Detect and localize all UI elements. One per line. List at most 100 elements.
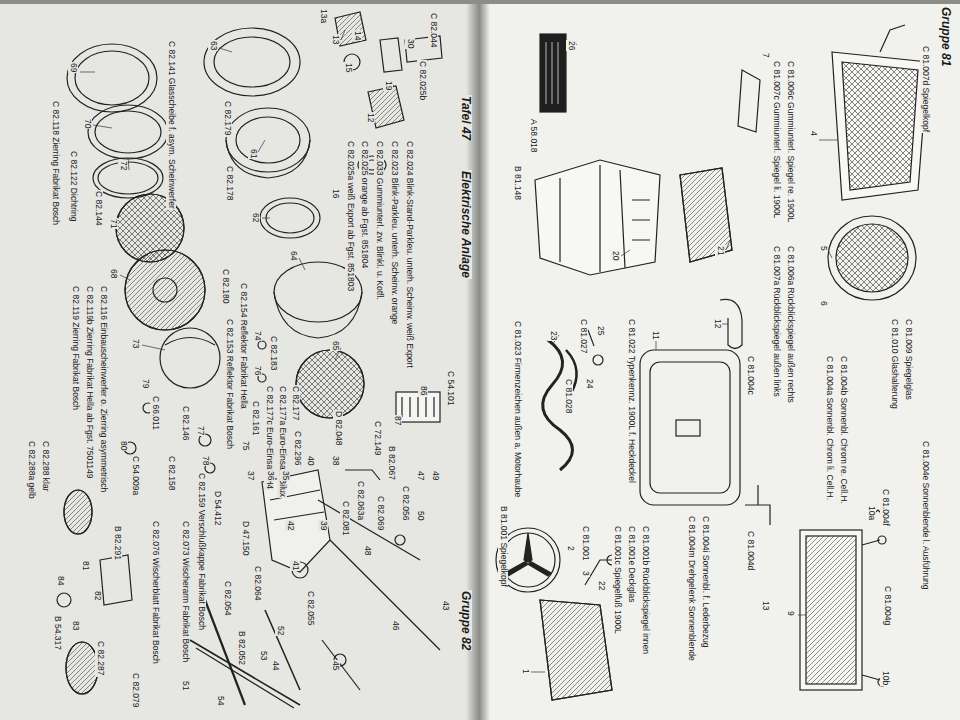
part-label: C 81.004d [745, 530, 755, 571]
callout-number: 71 [108, 218, 118, 229]
part-label: C 81.004g [882, 585, 892, 626]
callout-number: 64 [288, 250, 298, 261]
callout-number: 39 [318, 520, 328, 531]
callout-number: 79 [140, 378, 150, 389]
part-label: C 81.001b Rückblickspiegel innen [640, 525, 650, 655]
callout-number: 13 [330, 34, 340, 45]
part-label: C 82.178 [224, 165, 234, 202]
part-label: C 82.023 Blink-Parkleu. unterh. Scheinw.… [389, 140, 399, 325]
callout-number: 78 [200, 455, 210, 466]
part-label: C 82.288 klar [40, 440, 50, 493]
right-page [478, 0, 960, 720]
part-label: A 58.018 [528, 118, 538, 154]
part-label: C 82.119b Zierring Fabrikat Hella ab Fgs… [84, 285, 94, 479]
callout-number: 4 [808, 130, 818, 137]
callout-number: 65 [330, 340, 340, 351]
part-label: C 81.004a Sonnenbl. Chrom li. Cell.H. [824, 355, 834, 501]
callout-number: 11 [650, 330, 660, 341]
part-label: C 82.179 [222, 100, 232, 137]
callout-number: 54 [215, 695, 225, 706]
part-label: C 82.073 Wischerarm Fabrikat Bosch [180, 520, 190, 663]
callout-number: 26 [566, 40, 576, 51]
part-label: C 82.183 [268, 335, 278, 372]
part-label: B 82.052 [236, 630, 246, 666]
part-label: C 82.116 Einbauscheinwerfer o. Zierring … [98, 285, 108, 493]
callout-number: 82 [92, 590, 102, 601]
callout-number: 80 [118, 440, 128, 451]
leader-lines [80, 30, 838, 672]
part-label: C 81.001c Spiegelfuß 1900L [612, 525, 622, 635]
part-label: D 54.412 [212, 490, 222, 527]
callout-number: 35 [280, 470, 290, 481]
page-heading: Gruppe 81 [938, 6, 952, 67]
part-label: C 82.287 [95, 640, 105, 677]
callout-number: 52 [275, 625, 285, 636]
callout-number: 37 [245, 470, 255, 481]
callout-number: 10a [866, 505, 876, 521]
part-label: C 81.001e Deckglas [626, 525, 636, 604]
callout-number: 72 [118, 160, 128, 171]
callout-number: 51 [180, 680, 190, 691]
callout-number: 69 [68, 62, 78, 73]
part-label: C 82.079 [130, 672, 140, 709]
part-label: C 82.288a gelb [26, 440, 36, 500]
callout-number: 20 [610, 250, 620, 261]
callout-number: 46 [390, 620, 400, 631]
callout-number: 87 [392, 415, 402, 426]
callout-number: 13 [760, 600, 770, 611]
callout-number: 45 [330, 660, 340, 671]
callout-number: 48 [362, 545, 372, 556]
part-label: C 82.118 Zierring Fabrikat Bosch [50, 100, 60, 226]
callout-number: 12 [365, 112, 375, 123]
part-label: C 82.158 [166, 455, 176, 492]
callout-number: 9 [785, 610, 795, 617]
part-label: C 81.023 Firmenzeichen außen a. Motorhau… [512, 320, 522, 498]
part-label: C 82.044 [428, 12, 438, 49]
callout-number: 43 [440, 600, 450, 611]
callout-number: 5 [818, 245, 828, 252]
callout-number: 42 [285, 520, 295, 531]
part-label: C 82.076 Wischerblatt Fabrikat Bosch [150, 520, 160, 665]
callout-number: 13a [318, 8, 328, 24]
part-label: C 82.069 [375, 495, 385, 532]
part-label: C 81.010 Glashalterung [889, 318, 899, 410]
callout-number: 75 [240, 440, 250, 451]
part-label: C 81.004i Sonnenbl. f. Lederbezug [700, 515, 710, 648]
callout-number: 2 [565, 545, 575, 552]
page-heading: Gruppe 82 [458, 590, 472, 651]
callout-number: 74 [252, 330, 262, 341]
callout-number: 62 [250, 212, 260, 223]
callout-number: 86 [418, 385, 428, 396]
part-label: C 81.022 Typenkennz. 1900L f. Heckdeckel [626, 318, 636, 484]
part-label: C 82.054 [222, 580, 232, 617]
callout-number: 84 [55, 575, 65, 586]
callout-number: 50 [415, 510, 425, 521]
part-label: C 82.161 [250, 400, 260, 437]
callout-number: 24 [584, 378, 594, 389]
part-label: C 82.033 Gummiunterl. zw. Blinkl. u. Kot… [374, 140, 384, 301]
callout-number: 41 [290, 560, 300, 571]
part-label: C 81.027 [578, 318, 588, 355]
part-label: C 82.055 [305, 590, 315, 627]
callout-number: 14 [352, 30, 362, 41]
part-label: C 82.056 [400, 485, 410, 522]
part-label: B 82.291 [112, 525, 122, 561]
part-label: B 81.148 [512, 165, 522, 201]
part-label: D 82.048 [333, 410, 343, 447]
part-label: C 82.024 Blink-Stand-Parkleu. unterh. Sc… [404, 140, 414, 369]
part-label: C 81.004c [745, 355, 755, 396]
part-label: C 54.101 [445, 370, 455, 407]
part-label: C 81.004m Drehgelenk Sonnenblende [686, 515, 696, 662]
part-label: B 81.001 Spiegelkopf [498, 505, 508, 588]
callout-number: 15 [343, 62, 353, 73]
callout-number: 70 [82, 118, 92, 129]
part-label: C 81.007c Gummiunterl. Spiegel li. 1900L [771, 60, 781, 219]
left-illustration [57, 12, 442, 708]
callout-number: 1 [520, 668, 530, 675]
callout-number: 6 [818, 300, 828, 307]
callout-number: 68 [108, 268, 118, 279]
callout-number: 77 [195, 425, 205, 436]
callout-number: 36 [265, 470, 275, 481]
part-label: C 81.007a Rückblickspiegel außen links [771, 245, 781, 398]
part-label: C 66.011 [150, 395, 160, 431]
